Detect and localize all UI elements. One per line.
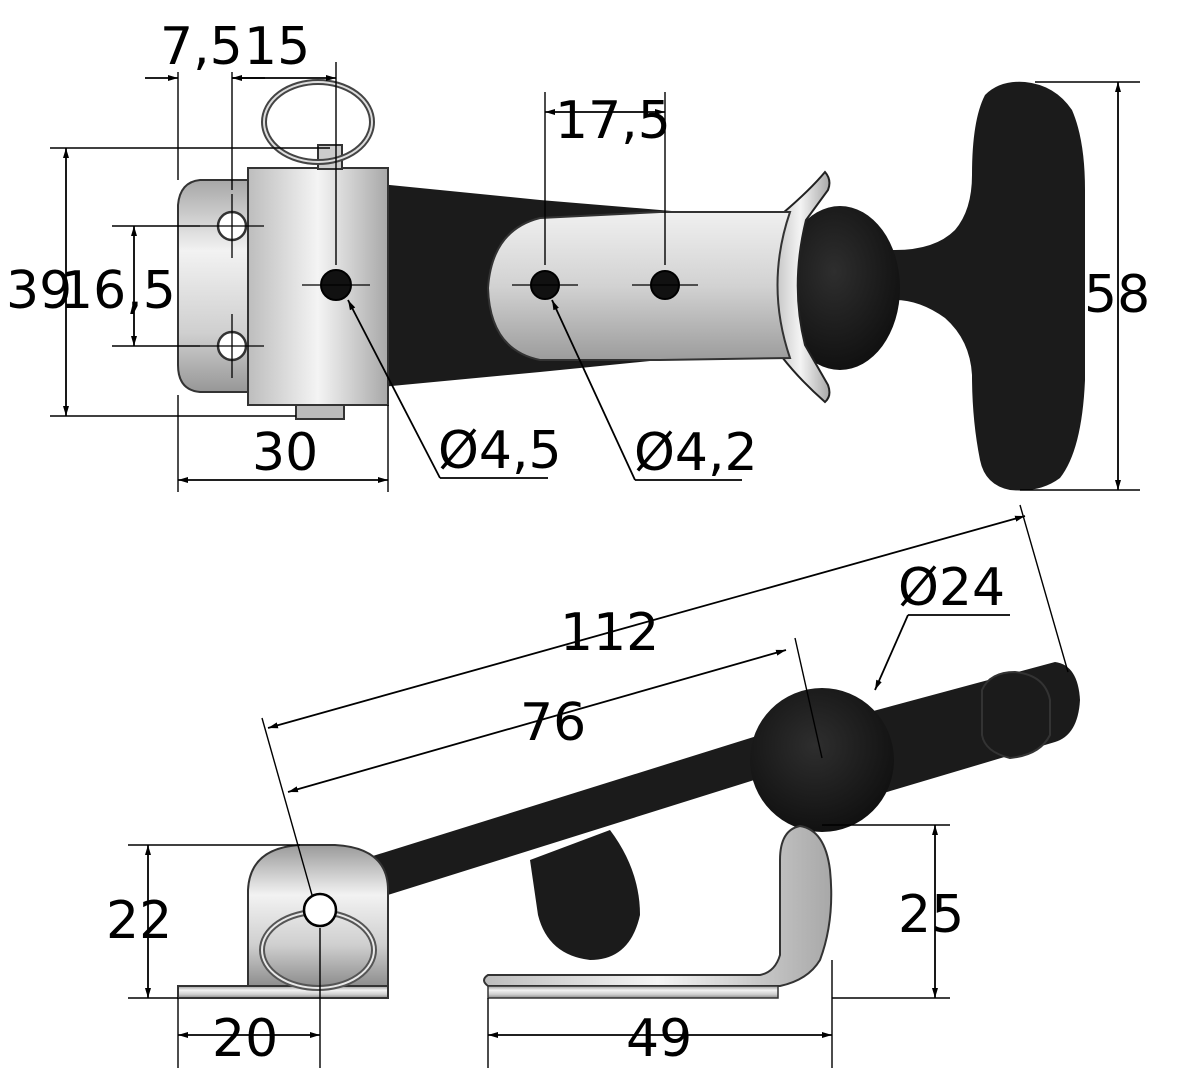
- dim-25: 25: [822, 824, 964, 999]
- keeper-side: [483, 824, 833, 987]
- dim-49: 49: [487, 960, 833, 1069]
- bracket-base: [177, 985, 389, 999]
- dim-label-76: 76: [520, 693, 586, 753]
- side-pin: [302, 892, 338, 928]
- rubber-knob: [780, 206, 900, 370]
- handle-nub: [981, 670, 1051, 760]
- dim-dia-24: Ø24: [874, 558, 1010, 691]
- side-view: 112 76 Ø24 22 25: [106, 504, 1080, 1069]
- dim-label-dia-4-2: Ø4,2: [634, 423, 758, 483]
- dim-30: 30: [177, 395, 389, 492]
- bracket-front: [247, 167, 389, 406]
- rubber-ball: [750, 688, 894, 832]
- dim-label-dia-4-5: Ø4,5: [438, 421, 562, 481]
- dim-label-25: 25: [898, 885, 964, 945]
- t-handle: [860, 81, 1085, 491]
- center-marks: [200, 194, 698, 378]
- dim-label-112: 112: [560, 603, 659, 663]
- dim-label-22: 22: [106, 891, 172, 951]
- dim-7-5-and-15: 7,5 15: [145, 17, 337, 265]
- dim-hole-diameters: Ø4,5 Ø4,2: [347, 299, 758, 483]
- dim-label-20: 20: [212, 1009, 278, 1069]
- dim-label-7-5: 7,5: [160, 17, 243, 77]
- dim-label-15: 15: [244, 17, 310, 77]
- pin-bottom: [295, 404, 345, 420]
- dim-39: 39: [6, 147, 330, 417]
- dim-58: 58: [1020, 81, 1150, 491]
- dim-17-5: 17,5: [544, 91, 671, 265]
- dim-label-17-5: 17,5: [555, 91, 671, 151]
- finger-tab: [530, 830, 640, 960]
- dim-16-5: 16,5: [60, 225, 200, 347]
- dim-label-30: 30: [252, 423, 318, 483]
- dim-label-49: 49: [626, 1009, 692, 1069]
- top-view: 7,5 15 17,5 39 16,5 58: [6, 17, 1150, 492]
- dim-label-58: 58: [1084, 265, 1150, 325]
- dim-label-16-5: 16,5: [60, 261, 176, 321]
- dim-label-dia-24: Ø24: [898, 558, 1005, 618]
- dim-22: 22: [106, 844, 300, 999]
- keeper-base: [487, 985, 779, 999]
- dim-label-39: 39: [6, 261, 72, 321]
- dim-20: 20: [177, 928, 321, 1069]
- dim-76: 76: [287, 637, 823, 793]
